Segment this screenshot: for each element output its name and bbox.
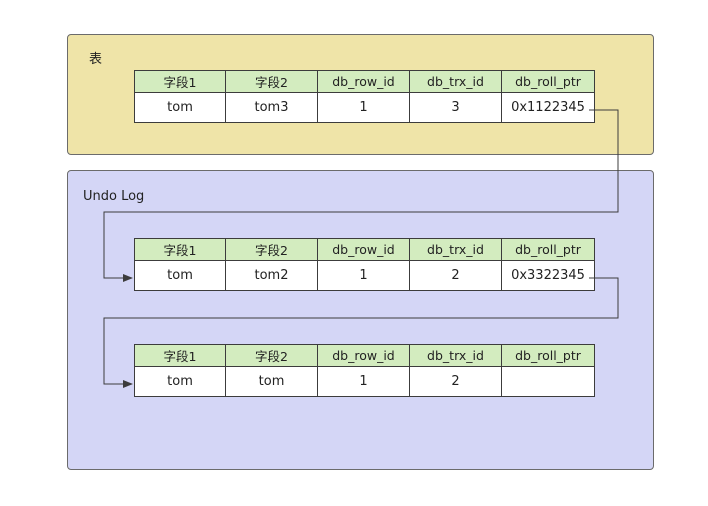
cell-field1: tom: [134, 260, 226, 291]
cell-db-roll-ptr: [501, 366, 595, 397]
current-row-table: 字段1 字段2 db_row_id db_trx_id db_roll_ptr …: [134, 70, 595, 123]
column-header-db-row-id: db_row_id: [317, 70, 410, 93]
column-header-row: 字段1 字段2 db_row_id db_trx_id db_roll_ptr: [134, 344, 595, 367]
cell-db-roll-ptr: 0x3322345: [501, 260, 595, 291]
column-header-field1: 字段1: [134, 238, 226, 261]
row-values: tom tom3 1 3 0x1122345: [134, 92, 595, 123]
column-header-field2: 字段2: [225, 70, 318, 93]
cell-db-trx-id: 2: [409, 366, 502, 397]
cell-db-trx-id: 2: [409, 260, 502, 291]
undo-log-panel-title: Undo Log: [83, 189, 145, 204]
column-header-db-roll-ptr: db_roll_ptr: [501, 344, 595, 367]
cell-db-trx-id: 3: [409, 92, 502, 123]
cell-db-roll-ptr: 0x1122345: [501, 92, 595, 123]
cell-db-row-id: 1: [317, 260, 410, 291]
cell-field1: tom: [134, 92, 226, 123]
cell-db-row-id: 1: [317, 92, 410, 123]
undo-log-panel: Undo Log: [67, 170, 654, 470]
column-header-field1: 字段1: [134, 70, 226, 93]
column-header-field1: 字段1: [134, 344, 226, 367]
cell-field1: tom: [134, 366, 226, 397]
column-header-db-row-id: db_row_id: [317, 238, 410, 261]
undo-record-1-table: 字段1 字段2 db_row_id db_trx_id db_roll_ptr …: [134, 238, 595, 291]
row-values: tom tom2 1 2 0x3322345: [134, 260, 595, 291]
column-header-field2: 字段2: [225, 344, 318, 367]
column-header-db-row-id: db_row_id: [317, 344, 410, 367]
cell-field2: tom2: [225, 260, 318, 291]
cell-field2: tom3: [225, 92, 318, 123]
column-header-db-roll-ptr: db_roll_ptr: [501, 70, 595, 93]
undo-record-2-table: 字段1 字段2 db_row_id db_trx_id db_roll_ptr …: [134, 344, 595, 397]
column-header-row: 字段1 字段2 db_row_id db_trx_id db_roll_ptr: [134, 70, 595, 93]
column-header-db-trx-id: db_trx_id: [409, 238, 502, 261]
column-header-db-roll-ptr: db_roll_ptr: [501, 238, 595, 261]
roll-pointer-arrow-2: [103, 277, 619, 388]
row-values: tom tom 1 2: [134, 366, 595, 397]
roll-pointer-arrow-1: [103, 109, 619, 282]
table-panel-title: 表: [89, 52, 103, 67]
column-header-db-trx-id: db_trx_id: [409, 344, 502, 367]
cell-field2: tom: [225, 366, 318, 397]
